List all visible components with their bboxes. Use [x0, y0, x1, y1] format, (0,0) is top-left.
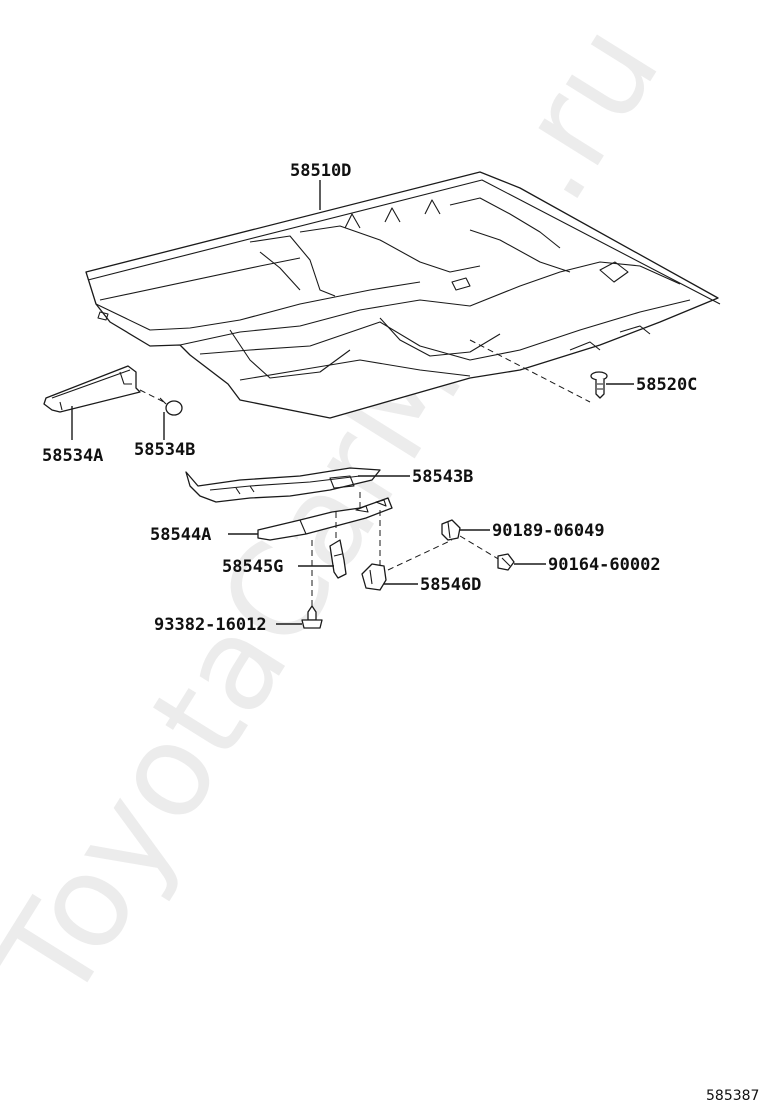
- label-58546d: 58546D: [420, 575, 481, 595]
- label-58534a: 58534A: [42, 446, 103, 466]
- label-58545g: 58545G: [222, 557, 283, 577]
- floor-carpet-drawing: [85, 171, 721, 419]
- clip-58546d-drawing: [361, 563, 387, 591]
- label-58534b: 58534B: [134, 440, 195, 460]
- label-90164-60002: 90164-60002: [548, 555, 661, 575]
- bracket-58543b-drawing: [185, 467, 381, 503]
- clip-58520c-drawing: [590, 371, 608, 399]
- label-90189-06049: 90189-06049: [492, 521, 605, 541]
- bracket-58544a-drawing: [257, 497, 393, 541]
- label-58543b: 58543B: [412, 467, 473, 487]
- silencer-58534a-drawing: [43, 365, 141, 413]
- clip-58545g-drawing: [329, 539, 347, 579]
- label-58544a: 58544A: [150, 525, 211, 545]
- clip-90189-06049-drawing: [441, 519, 461, 541]
- push-rivet-58534b-drawing: [159, 397, 183, 416]
- label-93382-16012: 93382-16012: [154, 615, 267, 635]
- figure-code: 585387: [706, 1088, 759, 1104]
- screw-90164-60002-drawing: [497, 553, 515, 571]
- dashed-guide: [469, 339, 591, 403]
- screw-93382-16012-drawing: [301, 605, 323, 629]
- label-58520c: 58520C: [636, 375, 697, 395]
- label-58510d: 58510D: [290, 161, 351, 181]
